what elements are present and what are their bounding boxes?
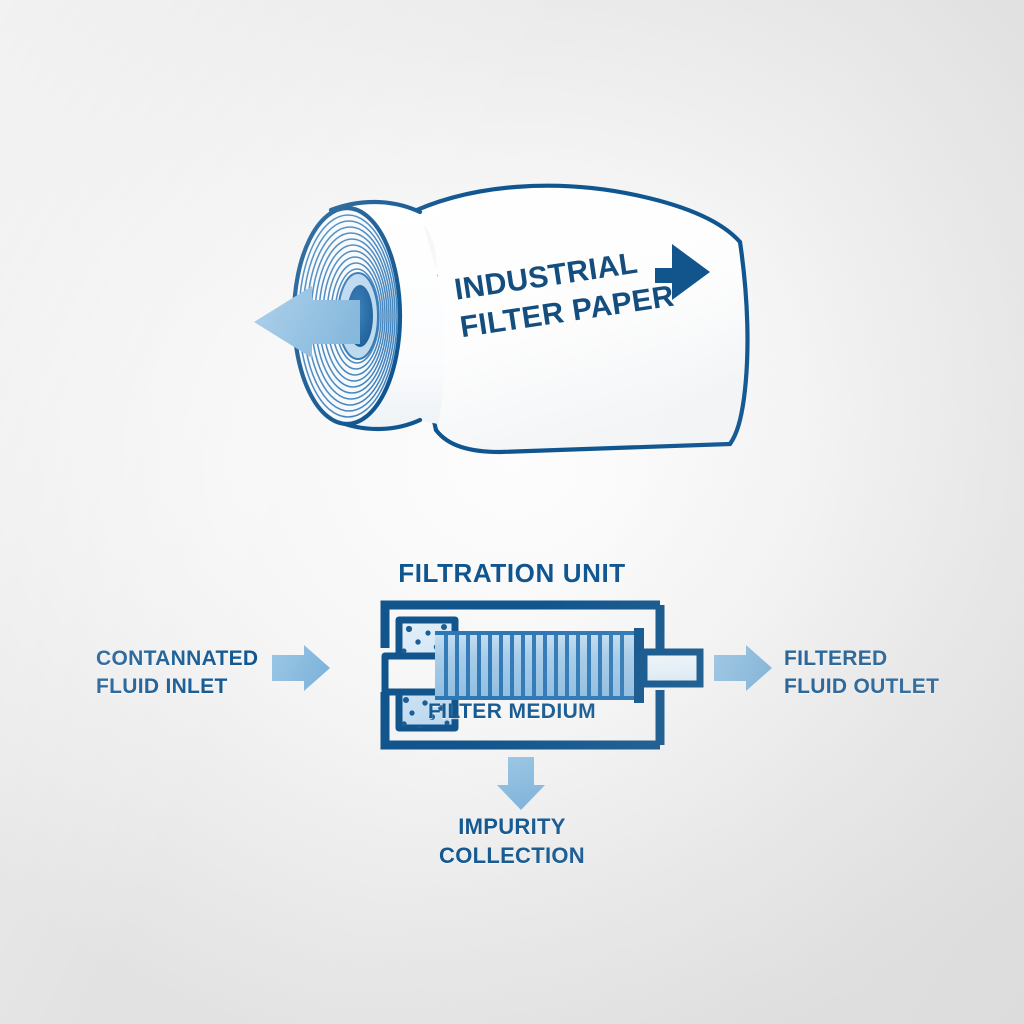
outlet-stub	[640, 648, 704, 688]
filter-medium	[435, 631, 637, 700]
filtration-unit-title: FILTRATION UNIT	[398, 558, 626, 588]
inlet-arrow-icon	[272, 645, 330, 691]
filter-medium-label: FILTER MEDIUM	[427, 700, 597, 723]
medium-end-cap	[634, 628, 644, 703]
core-arrow-left-icon	[254, 286, 360, 358]
impurity-arrow-icon	[497, 757, 545, 810]
impurity-collection-label: IMPURITY COLLECTION	[439, 814, 585, 869]
feed-arrow-right-icon	[655, 244, 710, 300]
housing-frame	[380, 600, 665, 750]
contaminated-fluid-inlet-label: CONTANNATED FLUID INLET	[96, 647, 259, 698]
outlet-arrow-icon	[714, 645, 772, 691]
filtered-fluid-outlet-label: FILTERED FLUID OUTLET	[784, 647, 940, 698]
